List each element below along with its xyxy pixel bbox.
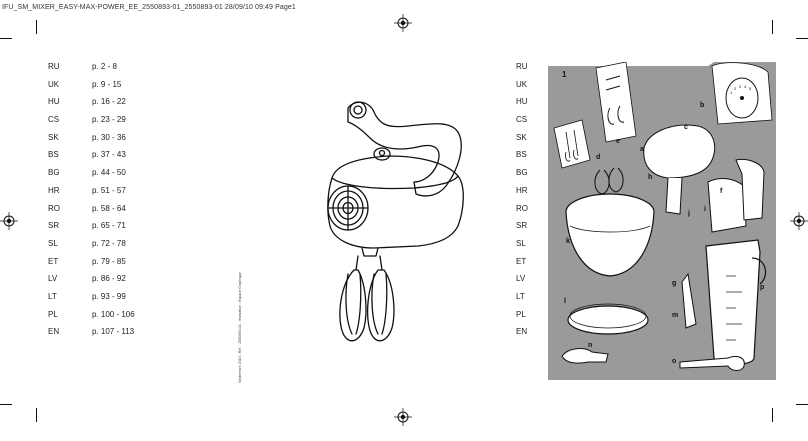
language-code: HR	[48, 185, 60, 195]
speed-setting-2: 2	[734, 86, 737, 91]
language-code: ET	[516, 256, 527, 266]
language-code: CS	[516, 115, 528, 125]
language-code: SK	[516, 132, 527, 142]
language-code: ET	[48, 256, 59, 266]
page-range: p. 58 - 64	[92, 203, 126, 213]
speed-setting-4: 4	[744, 84, 747, 89]
crop-mark	[0, 404, 12, 405]
crop-mark	[772, 20, 773, 34]
language-code: RU	[48, 62, 60, 71]
crop-mark	[796, 404, 808, 405]
crop-mark	[772, 408, 773, 422]
page-range: p. 44 - 50	[92, 168, 126, 178]
page-range: p. 107 - 113	[92, 327, 135, 337]
language-code: SR	[48, 221, 60, 231]
language-code: HU	[516, 97, 528, 107]
page-range: p. 51 - 57	[92, 185, 126, 195]
language-code: EN	[516, 327, 528, 337]
part-label-f: f	[720, 188, 723, 195]
speed-setting-3: 3	[739, 84, 742, 89]
language-code: SR	[516, 221, 528, 231]
part-label-k: k	[566, 238, 570, 245]
page-range: p. 72 - 78	[92, 238, 126, 248]
language-code: CS	[48, 115, 60, 125]
language-code: EN	[48, 327, 60, 337]
language-code: PL	[516, 309, 526, 319]
part-label-h: h	[648, 174, 653, 181]
part-label-i: i	[704, 206, 706, 213]
part-label-g: g	[672, 280, 677, 287]
part-label-c: c	[684, 124, 688, 131]
page-range: p. 65 - 71	[92, 221, 126, 231]
page-range: p. 93 - 99	[92, 291, 126, 301]
speed-setting-1: 1	[730, 90, 733, 95]
print-reference: Septembre 2010 - Ref. : 2550893-01 - réa…	[238, 272, 242, 383]
page-range: p. 23 - 29	[92, 115, 126, 125]
crop-mark	[0, 38, 12, 39]
part-label-l: l	[564, 298, 566, 305]
language-code: UK	[48, 79, 60, 89]
page-range: p. 86 - 92	[92, 274, 126, 284]
page-range: p. 100 - 106	[92, 309, 135, 319]
page-range: p. 9 - 15	[92, 79, 122, 89]
page-range: p. 2 - 8	[92, 62, 117, 71]
language-code: PL	[48, 309, 58, 319]
part-label-b: b	[700, 102, 705, 109]
language-code: HU	[48, 97, 60, 107]
language-code: SL	[516, 238, 526, 248]
language-code: HR	[516, 185, 528, 195]
part-label-m: m	[672, 312, 679, 319]
language-code: RO	[48, 203, 60, 213]
registration-mark-left	[0, 212, 18, 230]
figure-number: 1	[562, 70, 567, 79]
language-code: BS	[516, 150, 527, 160]
registration-mark-top	[394, 14, 412, 32]
page-range: p. 37 - 43	[92, 150, 126, 160]
part-label-p: p	[760, 284, 765, 291]
parts-diagram-drawing	[548, 61, 776, 380]
crop-mark	[36, 408, 37, 422]
language-code: LV	[516, 274, 526, 284]
language-code: SK	[48, 132, 59, 142]
crop-mark	[796, 38, 808, 39]
crop-mark	[36, 20, 37, 34]
part-label-j: j	[688, 210, 690, 217]
language-code: LT	[48, 291, 57, 301]
language-code: RU	[516, 62, 528, 71]
part-label-a: a	[640, 146, 644, 153]
part-label-n: n	[588, 342, 593, 349]
part-label-d: d	[596, 154, 601, 161]
registration-mark-bottom	[394, 408, 412, 426]
hand-mixer-illustration	[327, 101, 464, 342]
language-code: UK	[516, 79, 528, 89]
language-code: LV	[48, 274, 58, 284]
language-code: RO	[516, 203, 528, 213]
language-code: LT	[516, 291, 525, 301]
part-label-o: o	[672, 358, 677, 365]
speed-setting-5: 5	[749, 86, 752, 91]
language-code: BG	[516, 168, 528, 178]
part-label-e: e	[616, 138, 620, 145]
parts-diagram: 1 a b c d e f g h i j k l m n o p 1 2 3 …	[548, 61, 776, 380]
file-header: IFU_SM_MIXER_EASY-MAX-POWER_EE_2550893-0…	[2, 4, 296, 11]
language-code: BS	[48, 150, 59, 160]
registration-mark-right	[790, 212, 808, 230]
page-range: p. 30 - 36	[92, 132, 126, 142]
language-index-right: RU UK HU CS SK BS BG HR RO SR SL ET LV L…	[516, 62, 528, 345]
language-code: BG	[48, 168, 60, 178]
language-code: SL	[48, 238, 58, 248]
page-range: p. 16 - 22	[92, 97, 126, 107]
page-range: p. 79 - 85	[92, 256, 126, 266]
